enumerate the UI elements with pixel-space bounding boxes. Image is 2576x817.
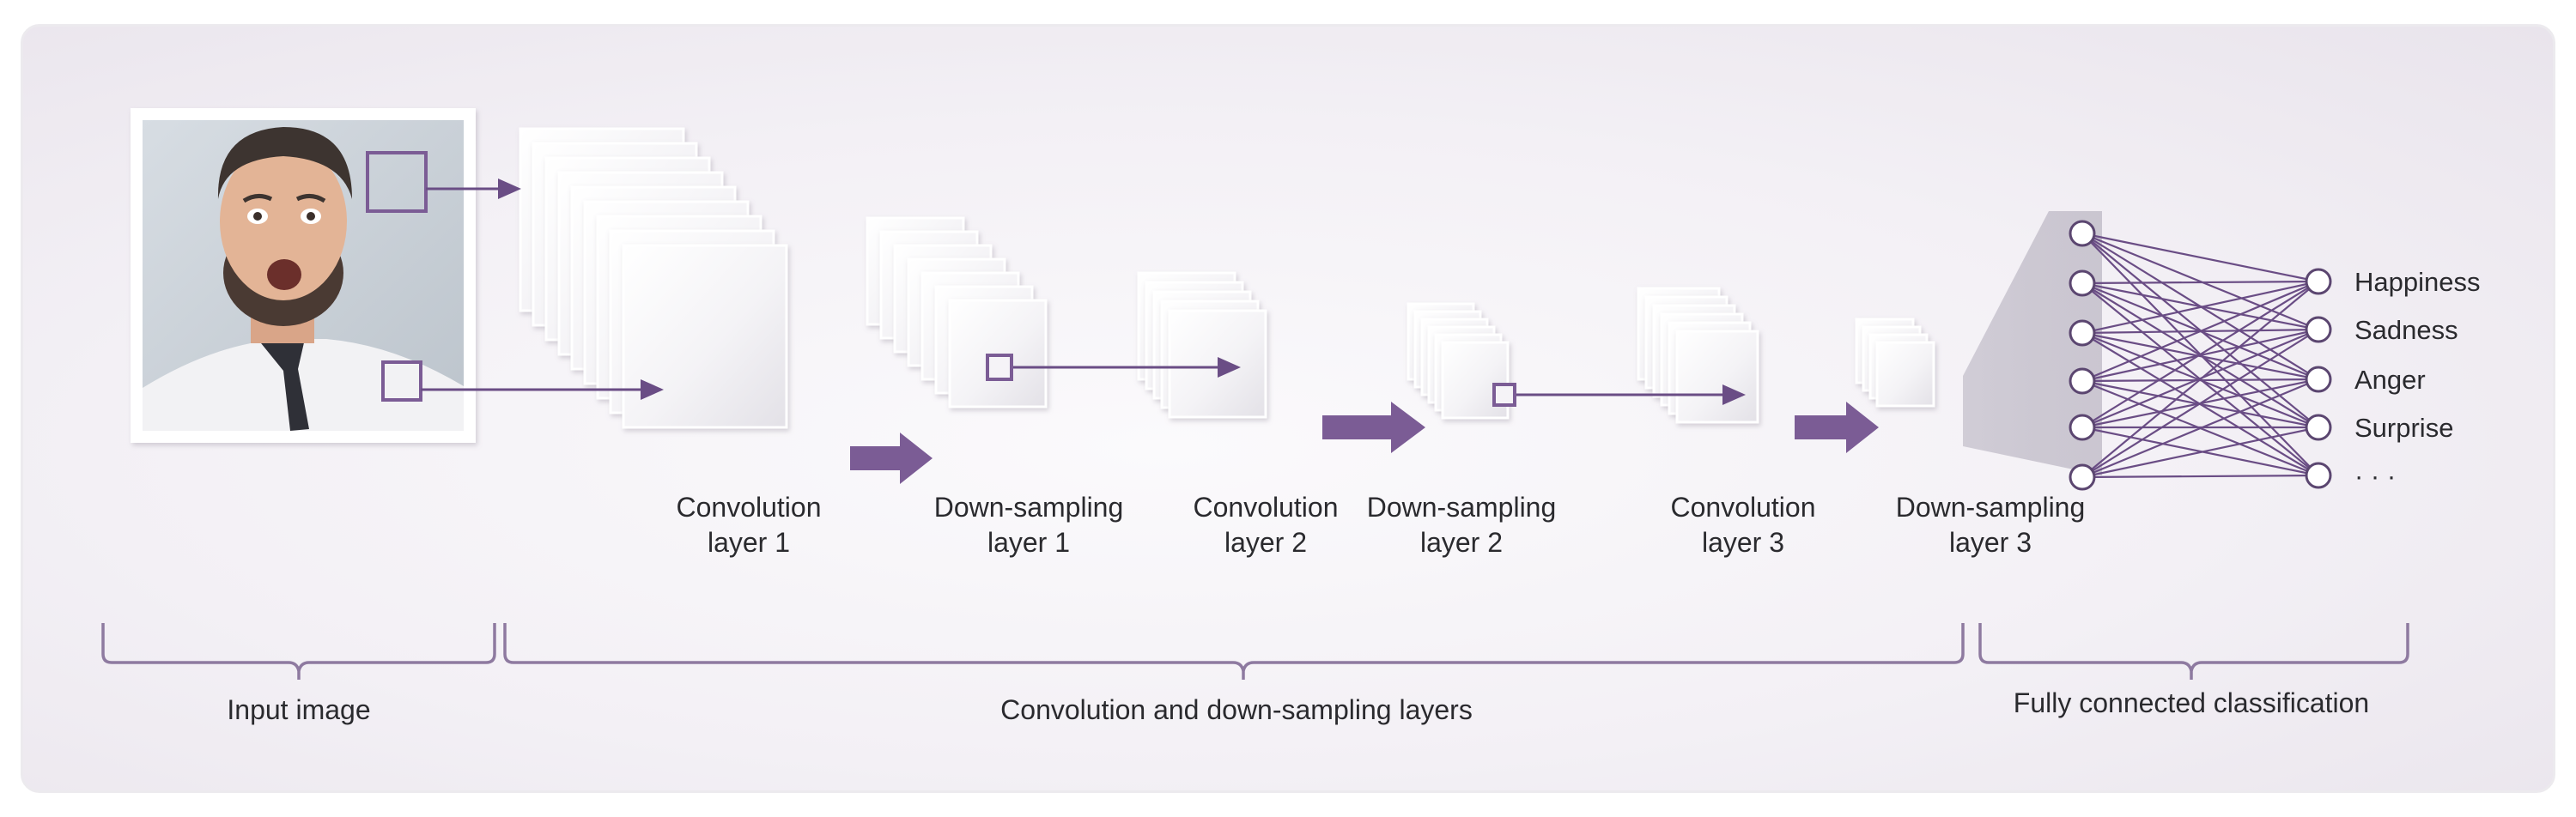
layer-label-line2: layer 1 bbox=[708, 527, 790, 558]
layer-label: Down-sampling layer 3 bbox=[1896, 492, 2086, 558]
layer-label-line1: Down-sampling bbox=[1896, 492, 2086, 523]
input-neuron bbox=[2069, 414, 2096, 441]
layer-label: Down-sampling layer 1 bbox=[934, 492, 1124, 558]
feature-map bbox=[1875, 341, 1935, 408]
input-neuron bbox=[2069, 220, 2096, 247]
layer-label-line1: Down-sampling bbox=[934, 492, 1124, 523]
connection-line bbox=[2081, 378, 2319, 479]
stage-arrow bbox=[1322, 402, 1425, 453]
class-label: · · · bbox=[2354, 461, 2396, 491]
input-neuron bbox=[2069, 463, 2096, 491]
input-neuron bbox=[2069, 269, 2096, 297]
layer-label: Down-sampling layer 2 bbox=[1367, 492, 1557, 558]
projection-fan bbox=[1963, 211, 2102, 475]
conv3-feature-maps bbox=[1637, 287, 1759, 424]
layer-label-line2: layer 2 bbox=[1420, 527, 1503, 558]
input-image bbox=[131, 108, 476, 443]
class-label: Happiness bbox=[2354, 267, 2480, 297]
layer-label-line1: Down-sampling bbox=[1367, 492, 1557, 523]
connection-line bbox=[2081, 426, 2319, 479]
conv2-feature-maps bbox=[1137, 271, 1267, 419]
feature-map bbox=[622, 244, 788, 429]
bracket-fc bbox=[1978, 623, 2409, 680]
downsample2-feature-maps bbox=[1406, 302, 1510, 420]
connection-line bbox=[2081, 280, 2319, 285]
feature-map bbox=[1168, 309, 1267, 419]
section-label-input: Input image bbox=[227, 694, 370, 725]
layer-label: Convolution layer 1 bbox=[677, 492, 822, 558]
connection-line bbox=[2081, 281, 2319, 478]
filter-window bbox=[1492, 383, 1516, 407]
layer-label-line1: Convolution bbox=[677, 492, 822, 523]
layer-label-line2: layer 3 bbox=[1949, 527, 2032, 558]
class-label: Surprise bbox=[2354, 413, 2453, 443]
connection-line bbox=[2081, 232, 2319, 283]
input-neuron bbox=[2069, 367, 2096, 395]
layer-label-line2: layer 1 bbox=[987, 527, 1070, 558]
fully-connected-network bbox=[2069, 220, 2332, 491]
downsample1-feature-maps bbox=[866, 216, 1048, 408]
bracket-input bbox=[101, 623, 496, 680]
connection-line bbox=[2081, 281, 2319, 428]
stage-arrow bbox=[850, 433, 933, 484]
input-neuron bbox=[2069, 319, 2096, 347]
output-neuron bbox=[2305, 316, 2332, 343]
filter-window bbox=[986, 354, 1013, 381]
output-neuron bbox=[2305, 414, 2332, 441]
class-label: Sadness bbox=[2354, 315, 2458, 345]
output-neuron bbox=[2305, 268, 2332, 295]
connection-line bbox=[2081, 329, 2319, 478]
bracket-conv bbox=[503, 623, 1965, 680]
class-label: Anger bbox=[2354, 365, 2426, 395]
connection-line bbox=[2081, 474, 2319, 479]
section-label-conv: Convolution and down-sampling layers bbox=[1000, 694, 1473, 725]
section-label-fc: Fully connected classification bbox=[2014, 687, 2369, 718]
downsample3-feature-maps bbox=[1855, 318, 1935, 408]
feature-map bbox=[1675, 330, 1759, 424]
output-neuron bbox=[2305, 462, 2332, 489]
filter-window-eye bbox=[366, 151, 428, 213]
connection-line bbox=[2081, 280, 2319, 383]
filter-window-tie bbox=[381, 360, 422, 402]
output-neuron bbox=[2305, 366, 2332, 393]
layer-label-line1: Convolution bbox=[1671, 492, 1816, 523]
conv1-feature-maps bbox=[519, 127, 788, 429]
layer-label-line2: layer 2 bbox=[1224, 527, 1307, 558]
layer-label-line1: Convolution bbox=[1194, 492, 1339, 523]
layer-label: Convolution layer 3 bbox=[1671, 492, 1816, 558]
connection-line bbox=[2081, 280, 2319, 335]
layer-label-line2: layer 3 bbox=[1702, 527, 1784, 558]
stage-arrow bbox=[1795, 402, 1879, 453]
layer-label: Convolution layer 2 bbox=[1194, 492, 1339, 558]
